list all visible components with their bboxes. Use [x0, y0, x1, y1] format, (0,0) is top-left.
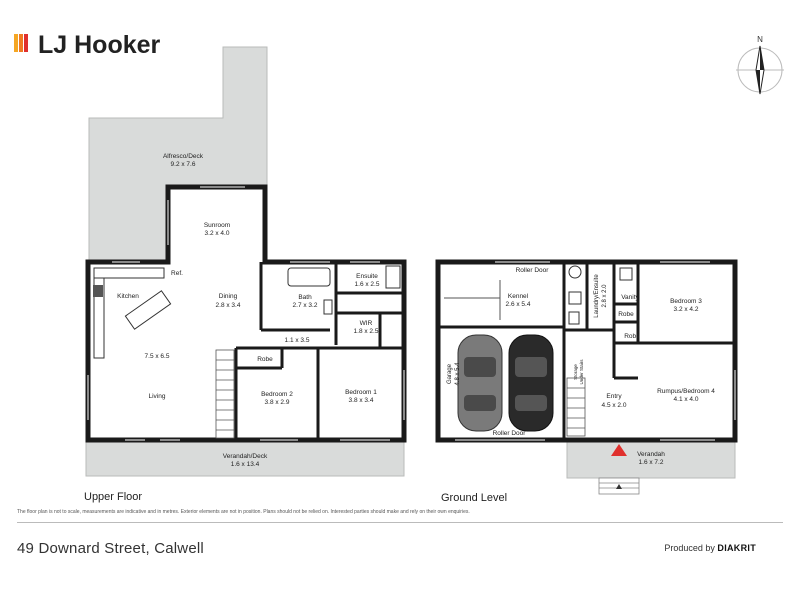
laundry-label: Laundry/Ensuite [594, 274, 600, 318]
toilet-icon [323, 299, 333, 315]
compass-icon: N [736, 35, 784, 95]
kitchen-bench [93, 267, 165, 279]
hall-dims: 1.1 x 3.5 [285, 337, 310, 344]
wir-dims: 1.8 x 2.5 [354, 328, 379, 335]
ground-verandah-area [566, 440, 736, 479]
alfresco-dims: 9.2 x 7.6 [171, 161, 196, 168]
kitchen-island [124, 290, 172, 330]
logo-bar-3 [24, 34, 28, 52]
bedroom1-label: Bedroom 1 [345, 389, 377, 396]
bedroom2-dims: 3.8 x 2.9 [265, 399, 290, 406]
bedroom3-dims: 3.2 x 4.2 [674, 306, 699, 313]
steps-arrow-icon [616, 484, 622, 489]
produced-by-company: DIAKRIT [717, 543, 756, 553]
kitchen-side-bench [93, 277, 105, 359]
bedroom2-label: Bedroom 2 [261, 391, 293, 398]
washer-icon [568, 291, 582, 305]
vanity-label: Vanity [621, 294, 639, 301]
ground-verandah-label: Verandah [637, 451, 665, 458]
bathtub-icon [287, 267, 331, 287]
upper-floor-title: Upper Floor [84, 491, 142, 503]
sunroom-label: Sunroom [204, 222, 230, 229]
robe-b-label: Robe [624, 333, 640, 340]
verandah-deck-area [85, 440, 405, 477]
logo-bar-2 [19, 34, 23, 52]
kennel-label: Kennel [508, 293, 529, 300]
disclaimer-text: The floor plan is not to scale, measurem… [17, 509, 470, 515]
kennel-dims: 2.6 x 5.4 [506, 301, 531, 308]
living-label: Living [149, 393, 166, 400]
laundry-sink-icon [568, 265, 582, 279]
sunroom-dims: 3.2 x 4.0 [205, 230, 230, 237]
living-dims: 7.5 x 6.5 [145, 353, 170, 360]
bedroom3-label: Bedroom 3 [670, 298, 702, 305]
garage-dims: 4.8 x 5.4 [455, 362, 461, 386]
laundry-dims: 2.8 x 2.0 [602, 284, 608, 308]
upper-floor-plan: Alfresco/Deck 9.2 x 7.6 Sunroom 3.2 x 4.… [84, 46, 407, 503]
shower-icon [385, 265, 401, 289]
sunroom-area [168, 187, 265, 263]
dining-dims: 2.8 x 3.4 [216, 302, 241, 309]
car-icon-black [508, 334, 554, 432]
bath-dims: 2.7 x 3.2 [293, 302, 318, 309]
rumpus-label: Rumpus/Bedroom 4 [657, 388, 715, 395]
ref-label: Ref. [171, 270, 183, 277]
car-icon-grey [457, 334, 503, 432]
roller-door-top-label: Roller Door [516, 267, 550, 274]
produced-by: Produced by DIAKRIT [664, 543, 756, 553]
kitchen-label: Kitchen [117, 293, 139, 300]
footer-divider [17, 522, 783, 523]
roller-door-bottom-label: Roller Door [493, 430, 527, 437]
bath-label: Bath [298, 294, 312, 301]
robe-label: Robe [257, 356, 273, 363]
entry-arrow-icon [611, 444, 627, 456]
logo-bar-1 [14, 34, 18, 52]
upper-stairs [215, 349, 235, 439]
produced-by-prefix: Produced by [664, 543, 715, 553]
verandah-deck-label: Verandah/Deck [223, 453, 268, 460]
ensuite-dims: 1.6 x 2.5 [355, 281, 380, 288]
cooktop-icon [93, 285, 103, 297]
bedroom1-dims: 3.8 x 3.4 [349, 397, 374, 404]
ground-level-title: Ground Level [441, 492, 507, 504]
ground-verandah-dims: 1.6 x 7.2 [639, 459, 664, 466]
brand-logo: LJ Hooker [14, 31, 161, 59]
robe-a-label: Robe [618, 311, 634, 318]
brand-name: LJ Hooker [38, 31, 161, 59]
alfresco-label: Alfresco/Deck [163, 153, 204, 160]
wir-label: WIR [360, 320, 373, 327]
vanity-sink-icon [619, 267, 633, 281]
entry-label: Entry [606, 393, 622, 400]
rumpus-dims: 4.1 x 4.0 [674, 396, 699, 403]
storage-sub-label: Under Stairs [579, 359, 584, 385]
dining-label: Dining [219, 293, 238, 300]
upper-main-floor [88, 262, 404, 440]
ground-level-plan: Roller Door Kennel 2.6 x 5.4 Roller Door… [435, 259, 738, 504]
storage-label: Storage [573, 364, 578, 380]
verandah-deck-dims: 1.6 x 13.4 [231, 461, 260, 468]
toilet-icon-ground [568, 311, 580, 325]
property-address: 49 Downard Street, Calwell [17, 540, 204, 557]
compass-north-label: N [757, 35, 763, 44]
ensuite-label: Ensuite [356, 273, 378, 280]
entry-dims: 4.5 x 2.0 [602, 402, 627, 409]
garage-label: Garage [447, 363, 453, 384]
ground-stairs [566, 377, 586, 437]
